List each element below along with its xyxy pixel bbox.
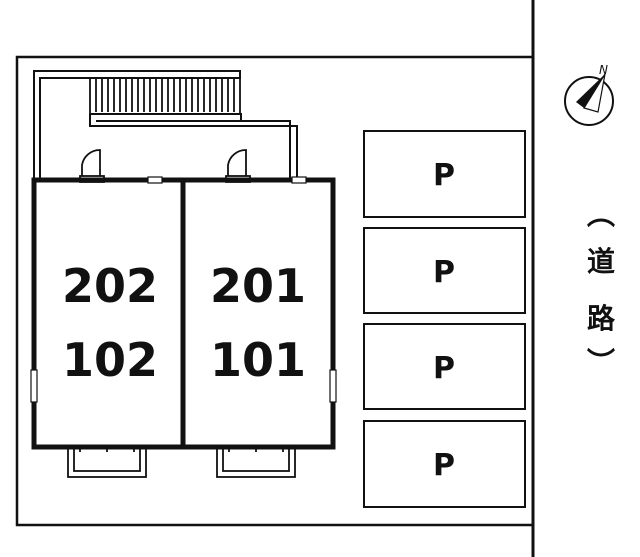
staircase	[89, 77, 241, 115]
unit-label-lower: 101	[210, 333, 306, 387]
unit-label-upper: 201	[210, 259, 306, 313]
balcony-right	[216, 446, 296, 478]
road-label: ︵ 道 路 ︶	[587, 198, 616, 379]
entrance-door-right	[225, 149, 251, 183]
building	[30, 176, 337, 450]
parking-space: P	[363, 323, 526, 410]
road-char: 道	[587, 245, 615, 278]
unit-label-upper: 202	[62, 259, 158, 313]
balcony-left	[67, 446, 147, 478]
road-paren-close: ︶	[587, 346, 615, 379]
parking-label: P	[433, 255, 455, 290]
walkway-outline	[33, 70, 298, 178]
parking-label: P	[433, 351, 455, 386]
parking-label: P	[433, 158, 455, 193]
entrance-door-left	[79, 149, 105, 183]
parking-space: P	[363, 227, 526, 314]
compass-icon: N	[564, 63, 614, 126]
parking-label: P	[433, 448, 455, 483]
north-label: N	[599, 63, 608, 77]
parking-space: P	[363, 420, 526, 508]
road-char: 路	[587, 302, 616, 335]
road-paren-open: ︵	[587, 198, 615, 231]
parking-space: P	[363, 130, 526, 218]
site-boundary	[15, 55, 533, 527]
unit-label-lower: 102	[62, 333, 158, 387]
